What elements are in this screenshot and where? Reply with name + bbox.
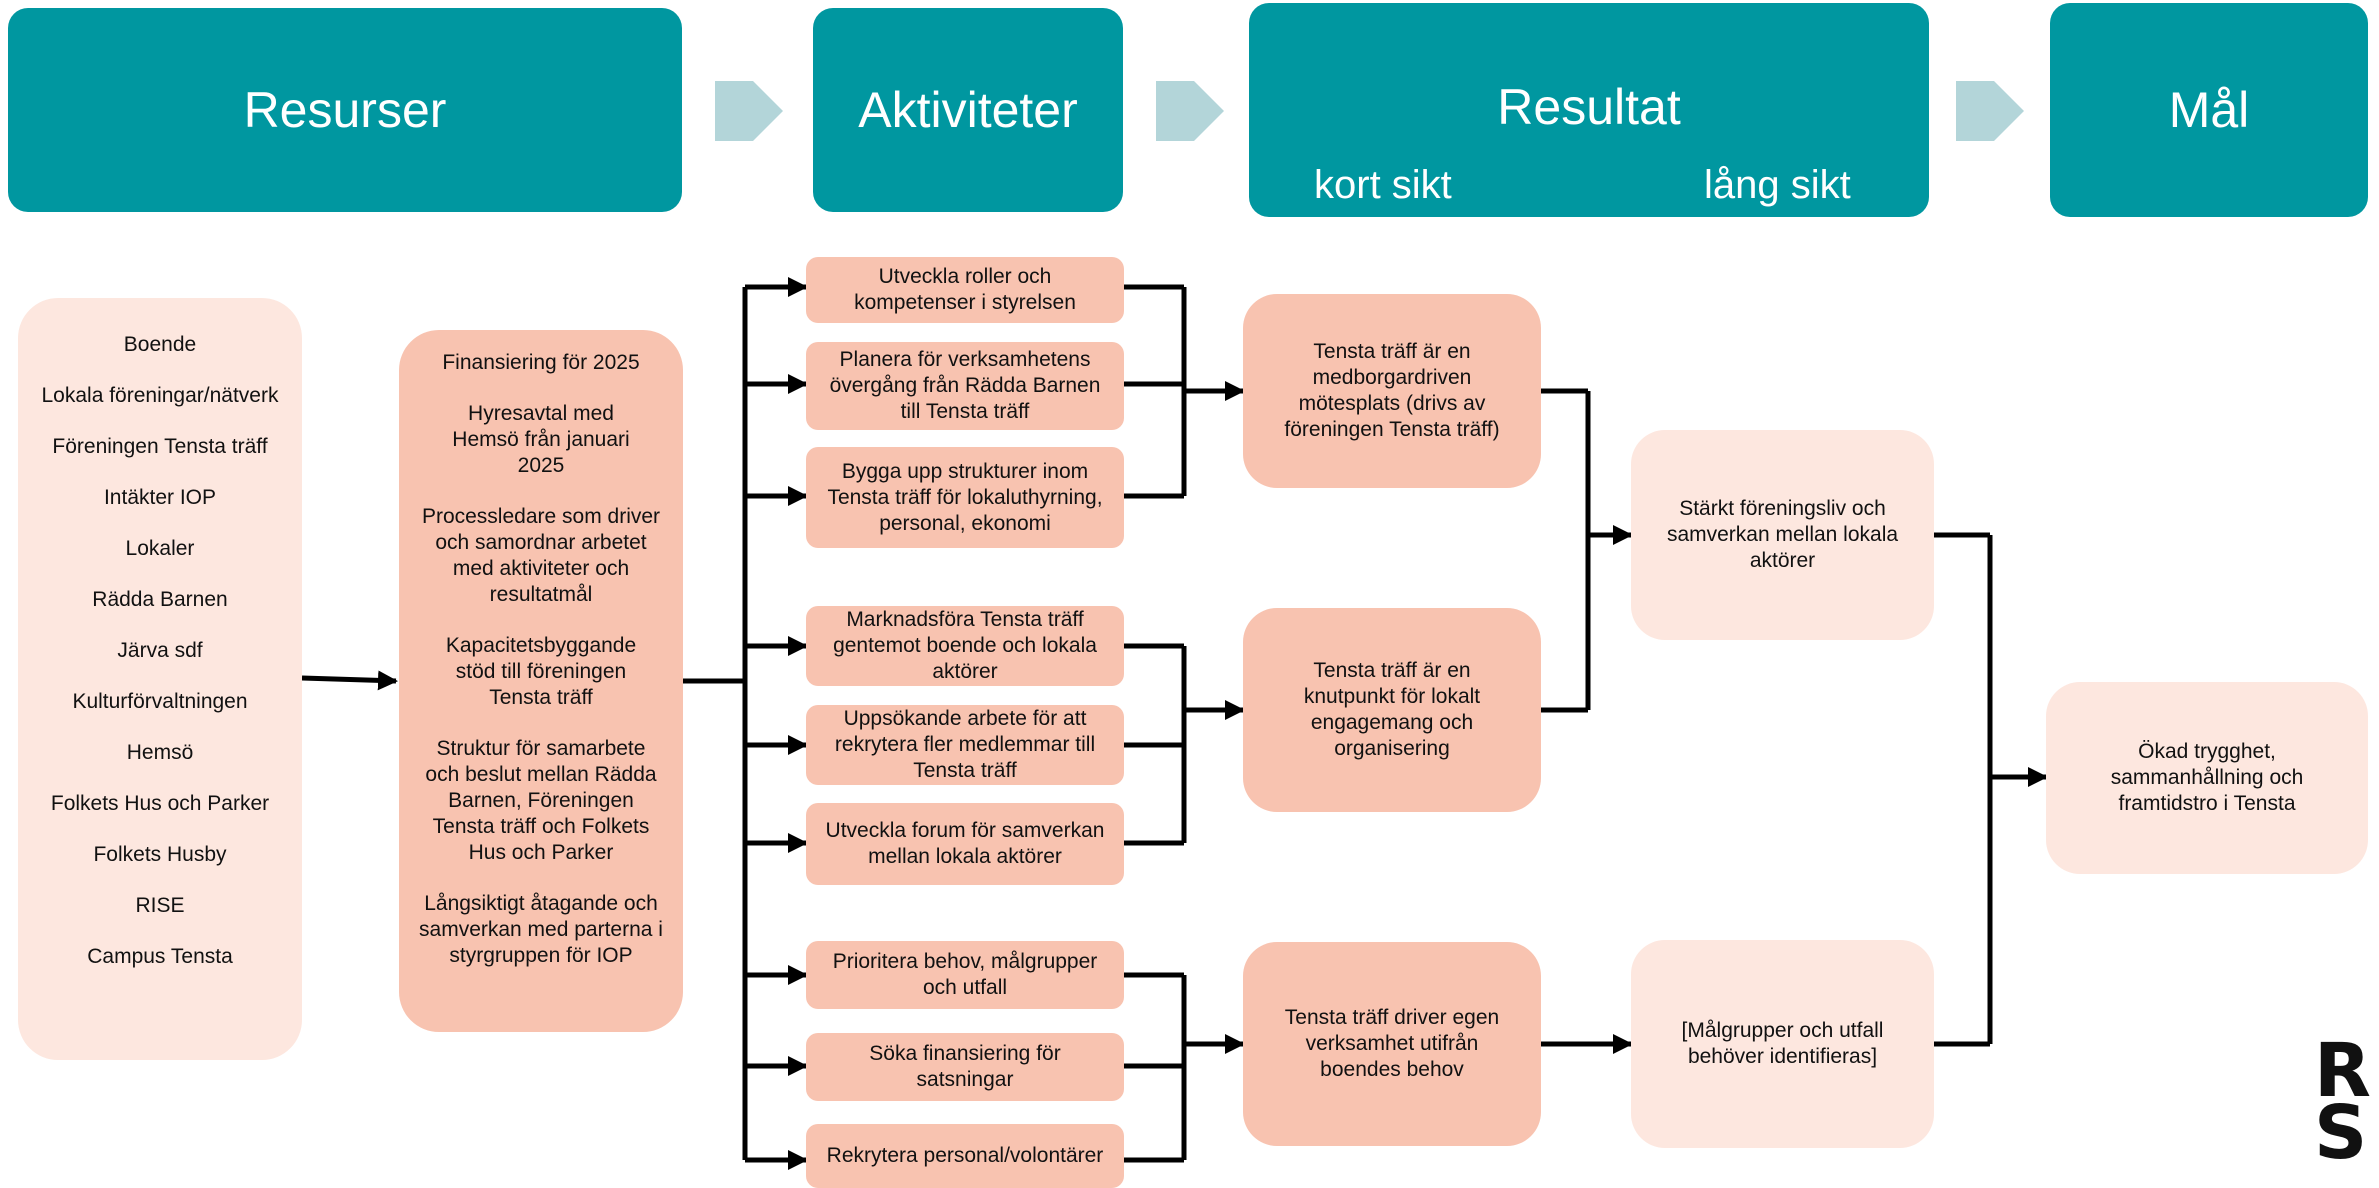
activity-box: Utveckla roller och kompetenser i styrel…	[806, 257, 1124, 323]
resource-item: Folkets Husby	[93, 843, 227, 866]
activity-box: Utveckla forum för samverkan mellan loka…	[806, 803, 1124, 885]
activity-box: Planera för verksamhetens övergång från …	[806, 342, 1124, 430]
resource-item: Föreningen Tensta träff	[52, 435, 268, 458]
resources-details: Finansiering för 2025 Hyresavtal med Hem…	[399, 330, 683, 1032]
activity-box: Prioritera behov, målgrupper och utfall	[806, 941, 1124, 1009]
activity-box: Bygga upp strukturer inom Tensta träff f…	[806, 447, 1124, 548]
resource-detail: Långsiktigt åtagande och samverkan med p…	[419, 892, 663, 967]
resource-item: Rädda Barnen	[92, 588, 228, 611]
arrow-right-icon	[1156, 81, 1224, 141]
resource-item: Järva sdf	[117, 639, 203, 662]
resource-item: Intäkter IOP	[103, 486, 217, 509]
rise-logo: R S	[2314, 1028, 2371, 1176]
logo-letter: S	[2314, 1090, 2368, 1176]
arrow-right-icon	[715, 81, 783, 141]
resource-item: Lokaler	[125, 537, 195, 560]
resource-item: Campus Tensta	[87, 945, 233, 968]
header-mal-label: Mål	[2168, 82, 2250, 138]
header-aktiviteter-label: Aktiviteter	[858, 82, 1078, 138]
resource-item: RISE	[135, 894, 185, 917]
short-term-result: Tensta träff är en knutpunkt för lokalt …	[1243, 608, 1541, 812]
header-resultat-label: Resultat	[1497, 79, 1681, 135]
long-term-result: [Målgrupper och utfall behöver identifie…	[1631, 940, 1934, 1148]
header-mal: Mål	[2050, 3, 2368, 217]
long-term-result: Stärkt föreningsliv och samverkan mellan…	[1631, 430, 1934, 640]
header-resurser-label: Resurser	[243, 82, 447, 138]
resource-item: Hemsö	[126, 741, 194, 764]
resource-detail: Finansiering för 2025	[442, 351, 640, 374]
resource-detail: Hyresavtal med Hemsö från januari 2025	[452, 402, 630, 477]
resource-item: Boende	[123, 333, 197, 356]
resource-detail: Struktur för samarbete och beslut mellan…	[425, 737, 657, 864]
header-aktiviteter: Aktiviteter	[813, 8, 1123, 212]
activity-box: Rekrytera personal/volontärer	[806, 1124, 1124, 1188]
resource-detail: Processledare som driver och samordnar a…	[421, 505, 661, 606]
header-resurser: Resurser	[8, 8, 682, 212]
header-resultat: Resultat kort sikt lång sikt	[1249, 3, 1929, 217]
resource-item: Lokala föreningar/nätverk	[41, 384, 279, 407]
goal-box: Ökad trygghet, sammanhållning och framti…	[2046, 682, 2368, 874]
resource-item: Folkets Hus och Parker	[50, 792, 270, 815]
resource-item: Kulturförvaltningen	[72, 690, 248, 713]
resources-list: Boende Lokala föreningar/nätverk Förenin…	[18, 298, 302, 1060]
short-term-result: Tensta träff driver egen verksamhet utif…	[1243, 942, 1541, 1146]
resource-detail: Kapacitetsbyggande stöd till föreningen …	[445, 634, 637, 709]
header-kort-sikt: kort sikt	[1314, 163, 1452, 207]
activity-box: Uppsökande arbete för att rekrytera fler…	[806, 705, 1124, 785]
short-term-result: Tensta träff är en medborgardriven mötes…	[1243, 294, 1541, 488]
logo-letter: R	[2314, 1028, 2371, 1114]
activity-box: Söka finansiering för satsningar	[806, 1033, 1124, 1101]
arrow-right-icon	[1956, 81, 2024, 141]
activity-box: Marknadsföra Tensta träff gentemot boend…	[806, 606, 1124, 686]
header-lang-sikt: lång sikt	[1704, 163, 1851, 207]
